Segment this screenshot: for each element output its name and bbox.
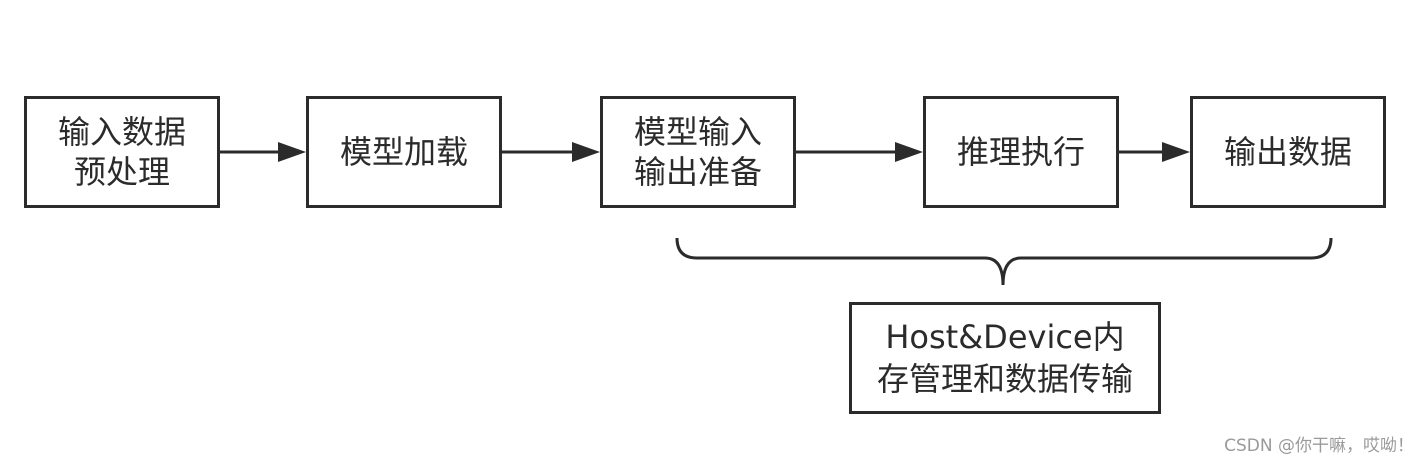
step-io-prepare-box: 模型输入输出准备 (600, 96, 796, 208)
step-output-box: 输出数据 (1190, 96, 1386, 208)
step-preprocess-label: 输入数据预处理 (57, 113, 186, 191)
step-inference-label: 推理执行 (956, 133, 1085, 171)
memory-management-label: Host&Device内存管理和数据传输 (876, 318, 1133, 398)
arrow-4 (1119, 142, 1190, 162)
arrow-2 (502, 142, 600, 162)
step-output-label: 输出数据 (1223, 133, 1352, 171)
arrow-3 (796, 142, 923, 162)
memory-management-box: Host&Device内存管理和数据传输 (849, 302, 1161, 414)
step-model-load-label: 模型加载 (339, 133, 468, 171)
step-preprocess-box: 输入数据预处理 (24, 96, 220, 208)
step-inference-box: 推理执行 (923, 96, 1119, 208)
step-io-prepare-label: 模型输入输出准备 (633, 113, 762, 191)
step-model-load-box: 模型加载 (306, 96, 502, 208)
arrow-1 (220, 142, 306, 162)
watermark: CSDN @你干嘛，哎呦！ (1224, 436, 1414, 456)
curly-brace (675, 237, 1333, 286)
